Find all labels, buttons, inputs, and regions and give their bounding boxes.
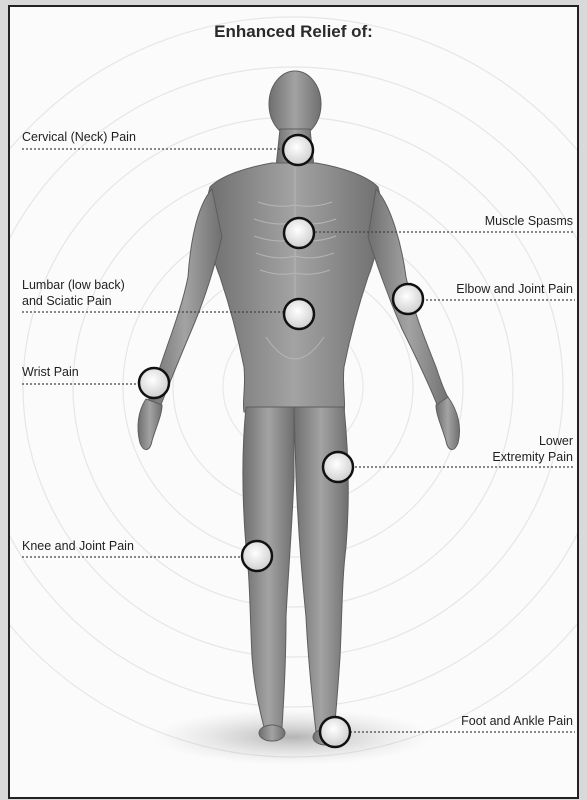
marker-elbow: [393, 284, 423, 314]
label-elbow: Elbow and Joint Pain: [456, 281, 573, 298]
marker-lower: [323, 452, 353, 482]
marker-foot: [320, 717, 350, 747]
marker-lumbar: [284, 299, 314, 329]
label-foot: Foot and Ankle Pain: [461, 713, 573, 730]
label-wrist: Wrist Pain: [22, 364, 79, 381]
diagram-frame: Enhanced Relief of:: [8, 5, 579, 799]
floor-shadow: [153, 709, 433, 765]
marker-cervical: [283, 135, 313, 165]
label-lumbar-line2: and Sciatic Pain: [22, 293, 112, 310]
label-muscle: Muscle Spasms: [485, 213, 573, 230]
body-figure: [10, 7, 577, 797]
marker-wrist: [139, 368, 169, 398]
label-cervical: Cervical (Neck) Pain: [22, 129, 136, 146]
label-lumbar-line1: Lumbar (low back): [22, 277, 125, 294]
marker-knee: [242, 541, 272, 571]
label-knee: Knee and Joint Pain: [22, 538, 134, 555]
label-lower-line2: Extremity Pain: [492, 449, 573, 466]
label-lower-line1: Lower: [539, 433, 573, 450]
marker-muscle: [284, 218, 314, 248]
